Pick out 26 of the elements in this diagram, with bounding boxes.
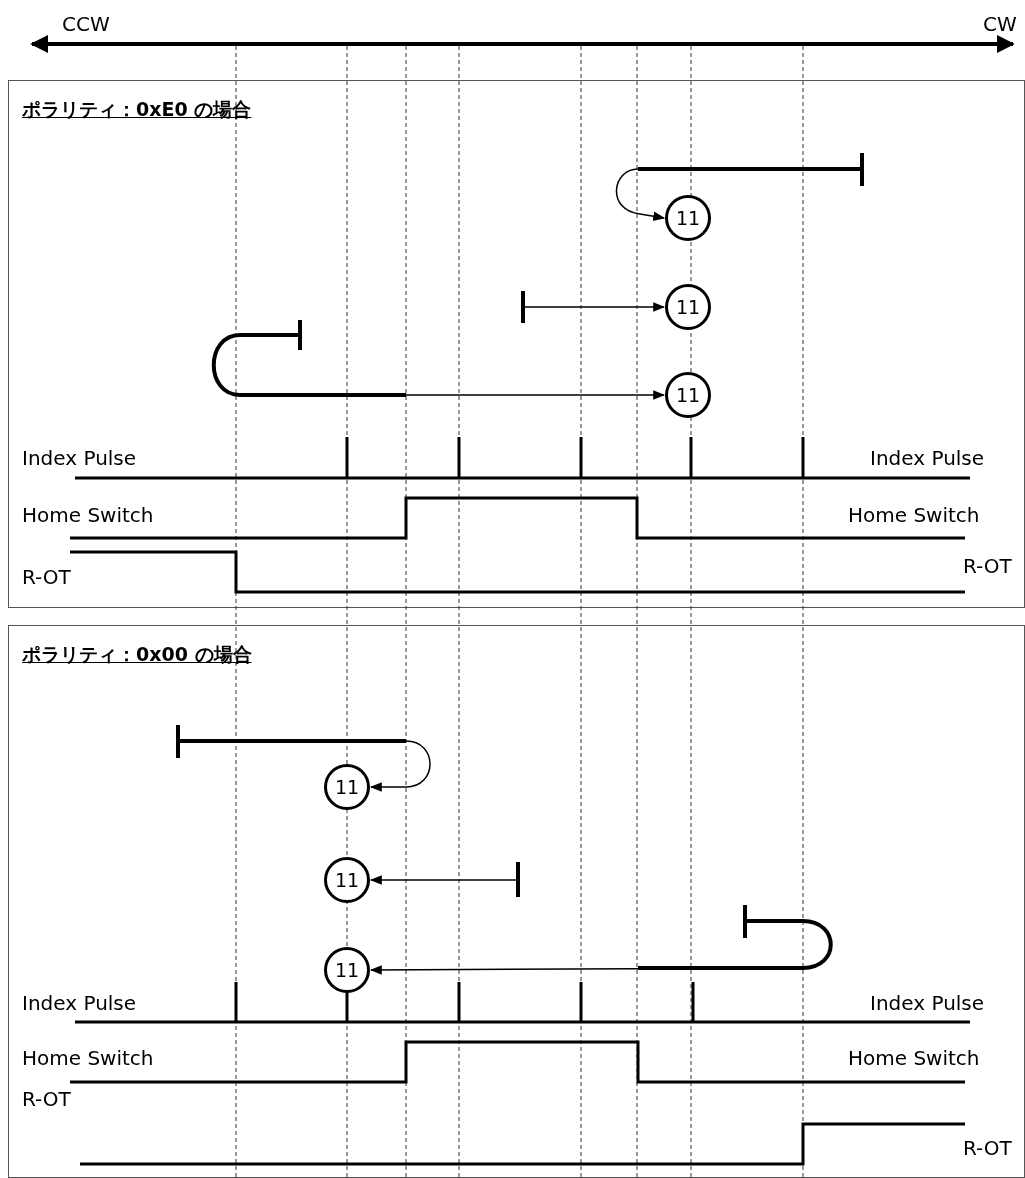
step-circle: 11 <box>324 857 370 903</box>
arrow <box>369 875 519 885</box>
signal-label: Home Switch <box>848 503 980 527</box>
signal-label: Index Pulse <box>22 991 137 1015</box>
polarity-panel <box>8 625 1025 1178</box>
signal-label: Index Pulse <box>870 991 985 1015</box>
panel-title: ポラリティ：0xE0 の場合 <box>22 97 252 122</box>
signal-label: R-OT <box>963 554 1012 578</box>
signal-label: Home Switch <box>22 503 154 527</box>
signal-label: R-OT <box>22 1087 71 1111</box>
step-circle: 11 <box>665 195 711 241</box>
step-circle: 11 <box>665 284 711 330</box>
signal-label: R-OT <box>963 1136 1012 1160</box>
signal-label: Index Pulse <box>22 446 137 470</box>
direction-label: CCW <box>62 12 110 36</box>
arrow <box>522 302 666 312</box>
signal-label: Index Pulse <box>870 446 985 470</box>
polarity-panel <box>8 80 1025 608</box>
direction-label: CW <box>983 12 1017 36</box>
signal-label: Home Switch <box>848 1046 980 1070</box>
signal-label: R-OT <box>22 565 71 589</box>
signal-label: Home Switch <box>22 1046 154 1070</box>
step-circle: 11 <box>324 764 370 810</box>
step-circle: 11 <box>665 372 711 418</box>
step-circle: 11 <box>324 947 370 993</box>
panel-title: ポラリティ：0x00 の場合 <box>22 642 252 667</box>
